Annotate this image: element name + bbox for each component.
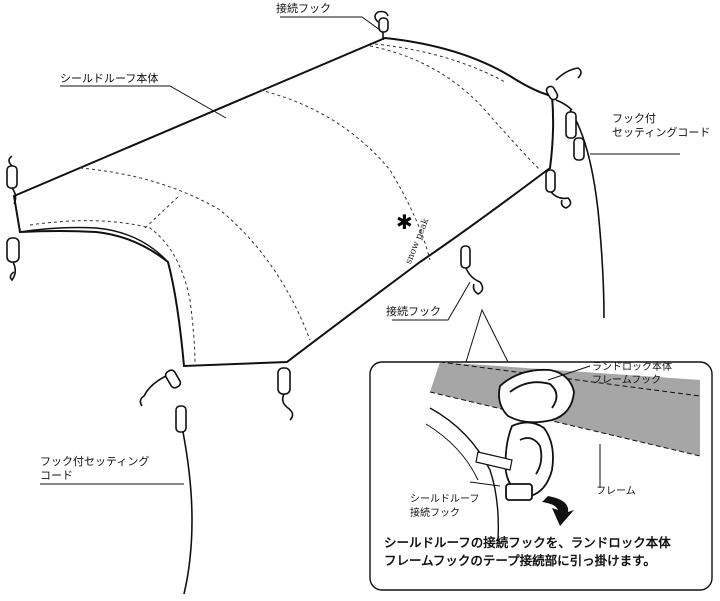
seam-cross <box>144 194 181 229</box>
seam-front <box>29 220 196 363</box>
callout-pointer <box>465 308 509 363</box>
label-mid-hook: 接続フック <box>386 305 441 318</box>
leader-mid-hook <box>392 281 471 321</box>
label-roof-hook-2: 接続フック <box>410 508 460 519</box>
label-roof-body: シールドルーフ本体 <box>60 72 159 85</box>
seam-2 <box>259 89 431 261</box>
panel-seams <box>29 43 541 363</box>
detail-callout <box>369 361 713 591</box>
detail-roof-edge <box>429 407 499 541</box>
right-lower-hook-icon <box>545 169 572 209</box>
mid-hook-icon <box>460 245 484 295</box>
label-frame: フレーム <box>596 486 636 497</box>
right-setting-cord <box>569 109 605 319</box>
detail-roof-edge-inner <box>425 423 479 481</box>
caption-line-2: フレームフックのテープ接続部に引っ掛けます。 <box>384 553 656 568</box>
roof-inner-edge <box>19 226 169 263</box>
frame-pole-edge-bottom <box>429 391 701 457</box>
leader-roof-body <box>60 85 227 119</box>
label-body-hook-1: ランドロック本体 <box>592 362 672 373</box>
bottom-hook-icon <box>277 367 294 421</box>
snow-peak-logo: ✱ <box>396 210 413 234</box>
left-top-hook-icon <box>6 155 18 205</box>
frame-pole-edge-top <box>439 361 701 397</box>
label-right-cord-1: フック付 <box>612 112 656 125</box>
right-hook-icon <box>545 67 582 111</box>
top-hook-icon <box>374 10 389 40</box>
roof-outline <box>12 36 555 368</box>
label-top-hook: 接続フック <box>276 2 331 15</box>
label-left-cord-2: コード <box>40 469 73 482</box>
caption-line-1: シールドルーフの接続フックを、ランドロック本体 <box>384 535 671 550</box>
body-frame-hook-icon <box>498 368 575 424</box>
label-left-cord-1: フック付セッティング <box>40 455 150 468</box>
left-bottom-hook-icon <box>6 237 20 282</box>
label-roof-hook-1: シールドルーフ <box>410 494 480 505</box>
seam-top <box>374 43 506 83</box>
setting-cords <box>182 109 605 595</box>
leader-top-hook <box>280 16 381 31</box>
seam-3 <box>369 45 541 171</box>
leader-lines <box>40 16 680 485</box>
left-setting-cord <box>182 431 193 595</box>
front-left-hook-icon <box>139 369 187 433</box>
roof-connect-hook-icon <box>504 421 554 501</box>
hooks <box>6 10 582 433</box>
hook-direction-arrow <box>542 496 574 526</box>
tape <box>475 451 513 471</box>
label-body-hook-2: フレームフック <box>592 375 662 386</box>
detail-leaders <box>469 365 601 488</box>
label-right-cord-2: セッティングコード <box>612 126 711 139</box>
right-cord-hook-icon <box>565 111 585 161</box>
shield-roof <box>12 36 555 368</box>
